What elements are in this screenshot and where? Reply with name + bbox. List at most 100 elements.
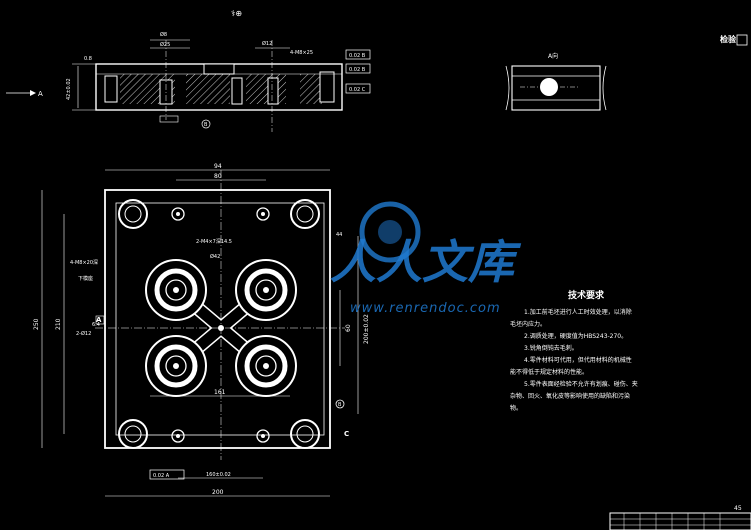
hatch-zone-2 (186, 74, 230, 104)
tol-frame-1 (345, 49, 371, 60)
bolt-hole-4-center (261, 434, 265, 438)
plan-dim-left-total: 250 (33, 318, 40, 330)
cavity-3 (203, 63, 235, 75)
cavity-unit-br (235, 335, 297, 397)
corner-mark: 检验 (720, 34, 737, 44)
tech-req-line-8: 杂物、回火、氧化皮等影响使用的缺陷和污染 (510, 392, 630, 400)
plan-dim-left-2: 下模座 (78, 275, 93, 282)
corner-boss-br (290, 419, 320, 449)
label-dia: Ø42 (210, 253, 220, 260)
plan-dim-right-3: 44 (336, 232, 342, 238)
hatch-zone-4 (300, 74, 322, 104)
plan-dim-left-inner: 210 (55, 318, 62, 330)
cavity-center (263, 287, 269, 293)
bolt-hole-4 (256, 429, 270, 443)
datum-bottom: B (204, 122, 208, 128)
bolt-hole-3 (171, 429, 185, 443)
title-block-frame (609, 512, 751, 530)
corner-boss-bl (118, 419, 148, 449)
detail-view-a: A向 (505, 52, 607, 111)
cavity-ring-inner (244, 268, 288, 312)
cavity-center (173, 287, 179, 293)
view-arrow-label: A (38, 90, 43, 98)
title-block-number: 45 (734, 505, 742, 512)
cavity-unit-tl (145, 259, 207, 321)
corner-boss-br-inner (296, 425, 314, 443)
bolt-hole-2-center (261, 212, 265, 216)
detail-hole (540, 78, 558, 96)
detail-view-label: A向 (548, 52, 558, 60)
bolt-hole-1 (171, 207, 185, 221)
corner-boss-tl (118, 199, 148, 229)
corner-boss-bl-inner (124, 425, 142, 443)
tech-req-line-4: 3.锐角倒钝去毛刺。 (524, 344, 578, 352)
tech-req-line-6: 能不得低于规定材料的性能。 (510, 368, 588, 376)
cavity-unit-tr (235, 259, 297, 321)
detail-outline (511, 65, 601, 111)
tech-req-line-2: 毛坯内应力。 (510, 320, 546, 328)
tol-3: 0.02 C (349, 87, 366, 93)
cavity-core (165, 355, 187, 377)
dim-top-1: 0.8 (84, 56, 92, 62)
cavity-6 (319, 71, 335, 103)
cavity-center (263, 363, 269, 369)
watermark: 人人文库 www.renrendoc.com (330, 201, 522, 316)
watermark-logo-ring (359, 201, 421, 263)
marker-c: C (344, 430, 349, 438)
dim-top-4: Ø12 (262, 40, 272, 47)
header-mark: ⚕⊕ (231, 9, 242, 18)
datum-box (159, 115, 179, 123)
break-line-left (505, 65, 510, 111)
bolt-hole-1-center (176, 212, 180, 216)
plan-dim-left-4: 6.4 (92, 322, 100, 328)
tol-2: 0.02 B (349, 67, 366, 73)
tech-req-line-7: 5.零件表面经检验不允许有划痕、碰伤、夹 (524, 380, 638, 388)
plan-dim-top-1: 94 (214, 163, 222, 170)
plan-tol-bottom: 0.02 A (153, 473, 170, 479)
view-arrow-head (30, 90, 36, 96)
cavity-unit-bl (145, 335, 207, 397)
dim-left: 42±0.02 (66, 78, 72, 100)
cavity-core (165, 279, 187, 301)
plan-dim-left-1: 4-M8×20深 (70, 259, 98, 266)
tech-req-line-9: 物。 (510, 404, 522, 412)
watermark-brand: 人人文库 (330, 235, 522, 289)
dim-right: 4-M8×25 (290, 50, 313, 56)
cavity-center (173, 363, 179, 369)
cavity-5 (267, 77, 279, 105)
plan-dim-top-2: 80 (214, 173, 222, 180)
tol-frame-bottom (149, 469, 185, 480)
bolt-hole-3-center (176, 434, 180, 438)
marker-b: B (338, 402, 342, 408)
datum-marker-b (201, 119, 211, 129)
corner-box (736, 34, 748, 46)
watermark-logo-core (378, 220, 402, 244)
cavity-core (255, 355, 277, 377)
tech-req-line-3: 2.调质处理，硬度值为HBS243-270。 (524, 332, 627, 340)
cavity-ring-inner (244, 344, 288, 388)
cavity-ring-inner (154, 268, 198, 312)
tech-requirements: 技术要求 1.加工前毛坯进行人工时效处理，以消除 毛坯内应力。 2.调质处理，硬… (510, 289, 638, 412)
dim-top-2: Ø8 (160, 31, 167, 38)
bolt-hole-2 (256, 207, 270, 221)
plan-bottom-dim-2: 200 (212, 489, 224, 496)
tol-1: 0.02 B (349, 53, 366, 59)
plan-dim-left-3: 2-Ø12 (76, 330, 91, 337)
plan-view: 94 80 250 210 4-M8×20深 下模座 2-Ø12 6.4 2-M… (33, 163, 370, 497)
tech-req-title: 技术要求 (568, 289, 605, 301)
section-view: A 0.8 Ø8 Ø25 Ø12 42 (6, 31, 371, 132)
tol-frame-2 (345, 63, 371, 74)
plan-bottom-dim-1: 160±0.02 (206, 472, 231, 478)
plan-dim-center: 161 (214, 389, 226, 396)
hatch-zone-3 (246, 74, 286, 104)
cavity-4 (231, 77, 243, 105)
marker-a-box (95, 315, 105, 325)
marker-b-circle (335, 399, 345, 409)
cavity-ring-inner (154, 344, 198, 388)
tech-req-line-5: 4.零件材料可代用，但代用材料的机械性 (524, 356, 632, 364)
break-line-right (602, 65, 607, 111)
tech-req-line-1: 1.加工前毛坯进行人工时效处理，以消除 (524, 308, 632, 316)
title-block: 45 (609, 505, 751, 530)
